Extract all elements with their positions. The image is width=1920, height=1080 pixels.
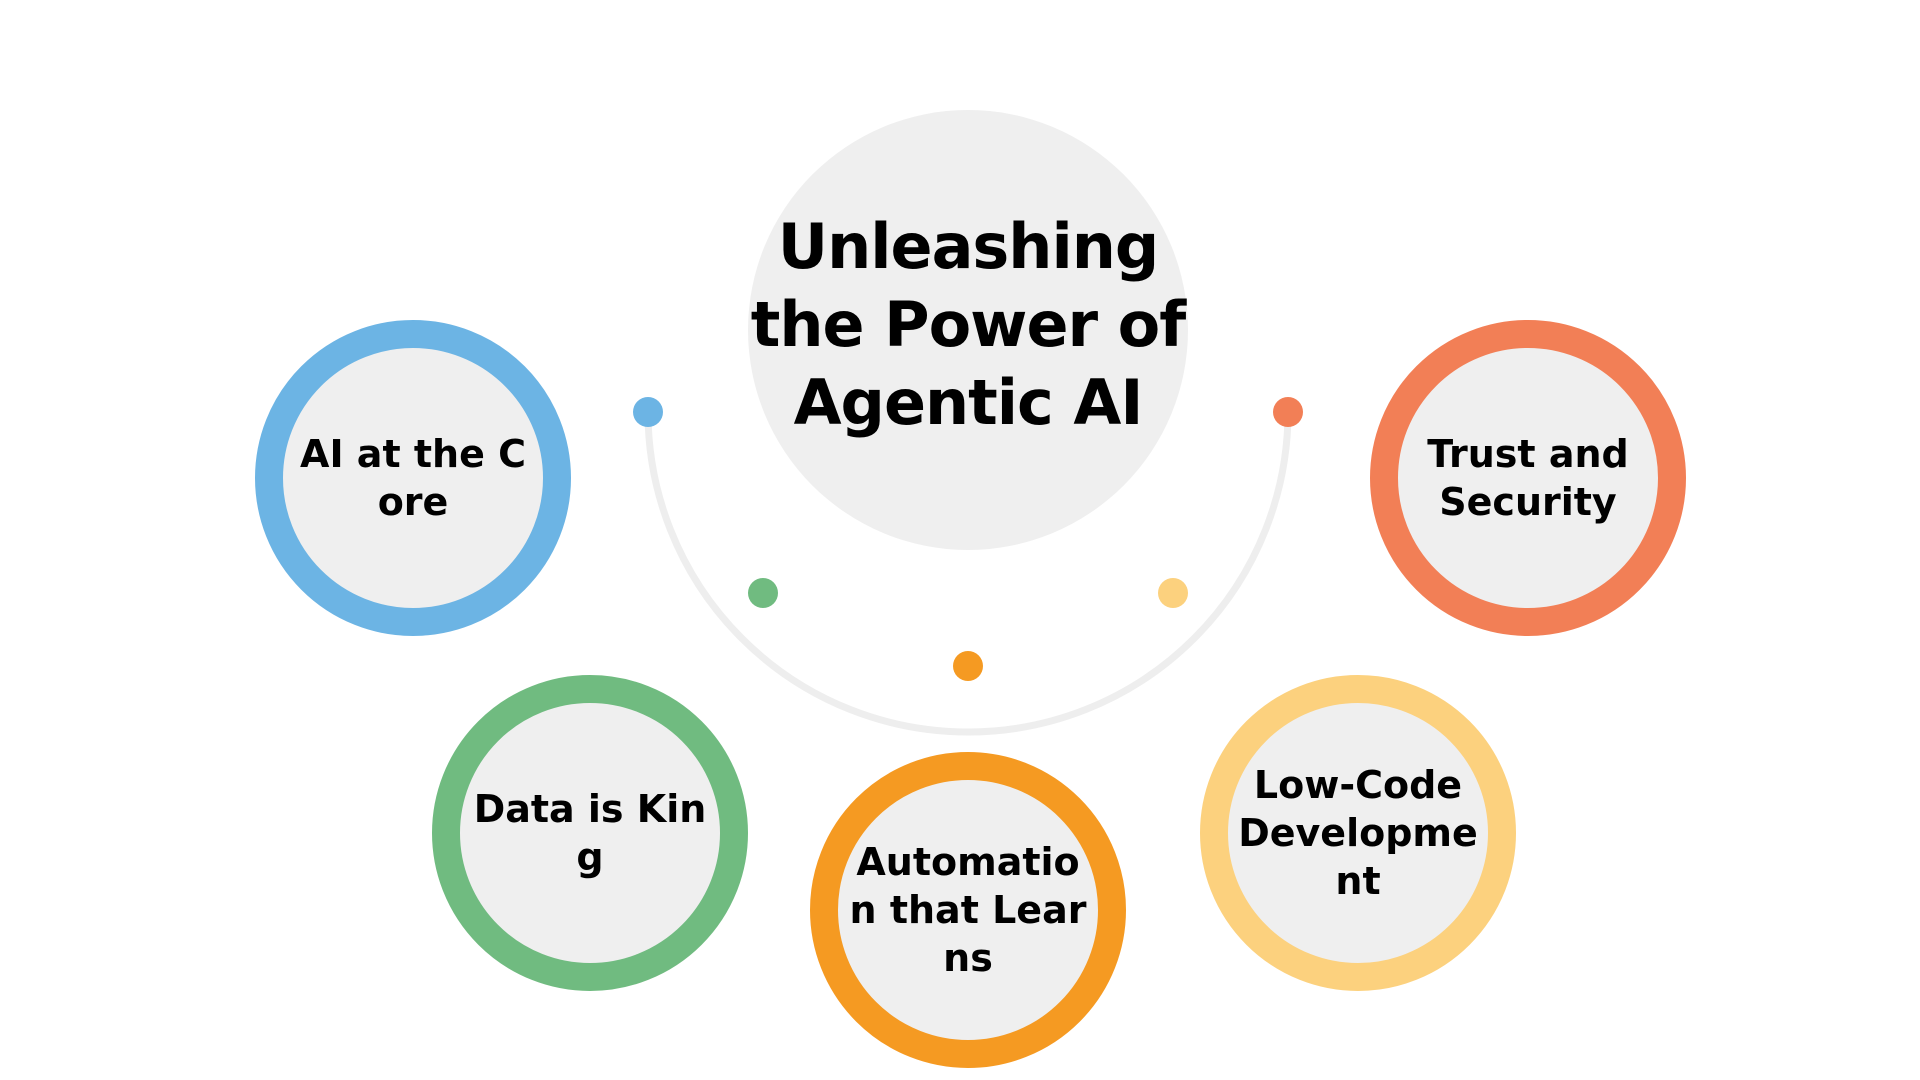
connector-dot-low-code <box>1158 578 1188 608</box>
node-trust-and-security: Trust and Security <box>1370 320 1686 636</box>
connector-dot-data-king <box>748 578 778 608</box>
central-hub: Unleashing the Power of Agentic AI <box>748 110 1188 550</box>
node-label: Trust and Security <box>1427 432 1629 524</box>
connector-dot-automation <box>953 651 983 681</box>
connector-arc <box>644 408 1292 736</box>
node-low-code-development: Low-Code Development <box>1200 675 1516 991</box>
node-automation-that-learns: Automation that Learns <box>810 752 1126 1068</box>
node-label: AI at the Core <box>300 432 526 524</box>
node-label: Automation that Learns <box>849 840 1087 980</box>
node-label: Low-Code Development <box>1238 763 1478 903</box>
connector-dot-trust <box>1273 397 1303 427</box>
hub-title: Unleashing the Power of Agentic AI <box>750 210 1187 439</box>
node-data-is-king: Data is King <box>432 675 748 991</box>
node-ai-at-the-core: AI at the Core <box>255 320 571 636</box>
connector-dot-ai-core <box>633 397 663 427</box>
node-label: Data is King <box>473 787 707 879</box>
